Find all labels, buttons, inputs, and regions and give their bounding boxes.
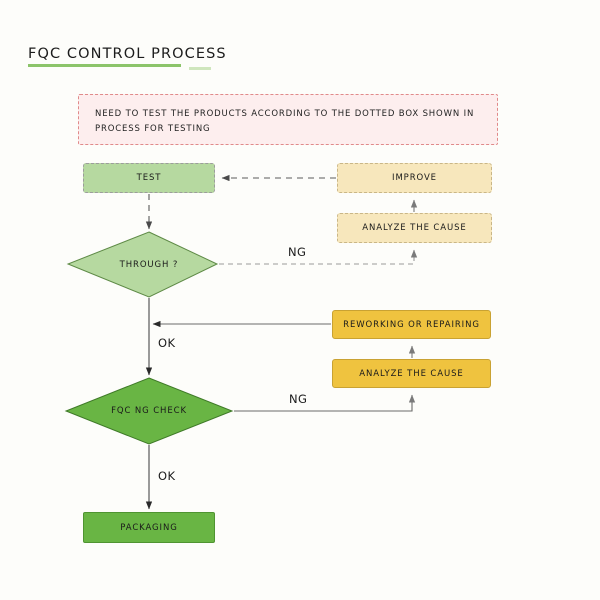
node-packaging[interactable]: PACKAGING (83, 512, 215, 543)
node-reworking-label: REWORKING OR REPAIRING (343, 319, 480, 330)
node-fqc-ng-check-label: FQC NG CHECK (111, 406, 187, 416)
note-text: NEED TO TEST THE PRODUCTS ACCORDING TO T… (95, 109, 475, 134)
title-underline (28, 64, 181, 67)
node-improve[interactable]: IMPROVE (337, 163, 492, 193)
node-improve-label: IMPROVE (392, 173, 437, 183)
edge-label-through-ok: OK (158, 336, 176, 350)
page-title-group: FQC CONTROL PROCESS (28, 46, 227, 70)
note-box: NEED TO TEST THE PRODUCTS ACCORDING TO T… (78, 94, 498, 145)
node-analyze-lower-label: ANALYZE THE CAUSE (359, 368, 464, 379)
node-analyze-the-cause-upper[interactable]: ANALYZE THE CAUSE (337, 213, 492, 243)
node-test[interactable]: TEST (83, 163, 215, 193)
edge-label-fqc-ng: NG (289, 392, 308, 406)
title-underline-accent (189, 67, 211, 70)
edge-through-ng-to-analyze-upper (219, 249, 418, 265)
node-analyze-the-cause-lower[interactable]: ANALYZE THE CAUSE (332, 359, 491, 388)
page-title: FQC CONTROL PROCESS (28, 46, 227, 62)
edge-label-fqc-ok: OK (158, 469, 176, 483)
node-through-label: THROUGH ? (119, 260, 179, 270)
node-reworking-or-repairing[interactable]: REWORKING OR REPAIRING (332, 310, 491, 339)
edge-fqc-ng-to-analyze-lower (234, 394, 416, 412)
node-test-label: TEST (136, 173, 162, 183)
edge-label-through-ng: NG (288, 245, 307, 259)
node-analyze-upper-label: ANALYZE THE CAUSE (362, 223, 467, 233)
node-packaging-label: PACKAGING (120, 522, 178, 533)
